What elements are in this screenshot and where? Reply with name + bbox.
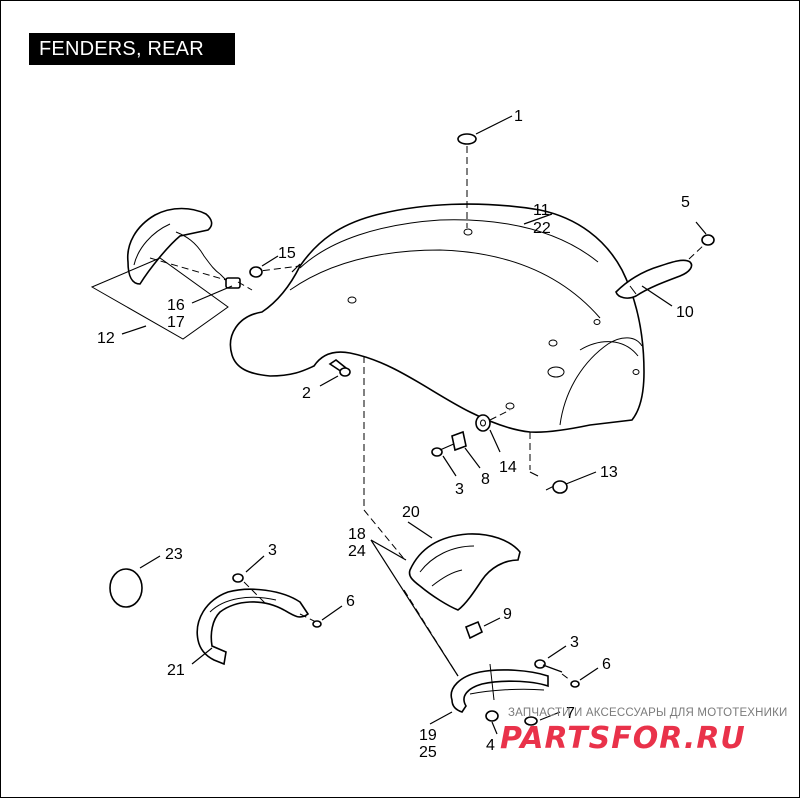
callout-6-rail: 6 [602,656,611,673]
watermark: ЗАПЧАСТИ И АКСЕССУАРЫ ДЛЯ МОТОТЕХНИКИ PA… [500,707,788,756]
callout-20: 20 [402,504,420,521]
rear-fender [229,203,645,433]
grommet [249,266,263,278]
callout-19: 19 [419,727,437,744]
callout-13: 13 [600,464,618,481]
cover-plug [109,568,143,608]
callout-23: 23 [165,546,183,563]
callout-22: 22 [533,220,551,237]
title-banner: FENDERS, REAR [29,33,235,65]
callout-16: 16 [167,297,185,314]
callout-labels: 1 11 22 5 10 15 16 17 12 2 3 8 14 13 20 … [97,108,694,761]
callout-9: 9 [503,606,512,623]
leader-lines [121,115,707,735]
bumper [529,432,568,494]
callout-15: 15 [278,245,296,262]
fender-tip-cap [457,133,477,228]
callout-21: 21 [167,662,185,679]
callout-8: 8 [481,471,490,488]
callout-1: 1 [514,108,523,125]
lower-bracket [196,573,322,666]
callout-2: 2 [302,385,311,402]
callout-3-rail: 3 [570,634,579,651]
callout-3-fender: 3 [455,481,464,498]
screw [328,359,351,377]
callout-3-lower: 3 [268,542,277,559]
watermark-brand: PARTSFOR.RU [500,721,746,756]
callout-5: 5 [681,194,690,211]
callout-12: 12 [97,330,115,347]
callout-7: 7 [566,705,575,722]
watermark-tagline: ЗАПЧАСТИ И АКСЕССУАРЫ ДЛЯ МОТОТЕХНИКИ [508,707,788,719]
rear-rack-trim [408,533,521,611]
support-rail [450,663,549,726]
rail-hardware-right [534,659,580,688]
callout-11: 11 [533,202,550,219]
side-mount-hardware [431,409,511,457]
clip [464,620,484,640]
callout-17: 17 [167,314,185,331]
callout-25: 25 [419,744,437,761]
callout-18: 18 [348,526,366,543]
fender-bracket-right [615,234,715,299]
diagram-title: FENDERS, REAR [39,38,204,60]
callout-10: 10 [676,304,694,321]
tail-lamp-assembly [90,207,301,340]
callout-14: 14 [499,459,517,476]
callout-4: 4 [486,737,495,754]
callout-6-lower: 6 [346,593,355,610]
callout-24: 24 [348,543,366,560]
